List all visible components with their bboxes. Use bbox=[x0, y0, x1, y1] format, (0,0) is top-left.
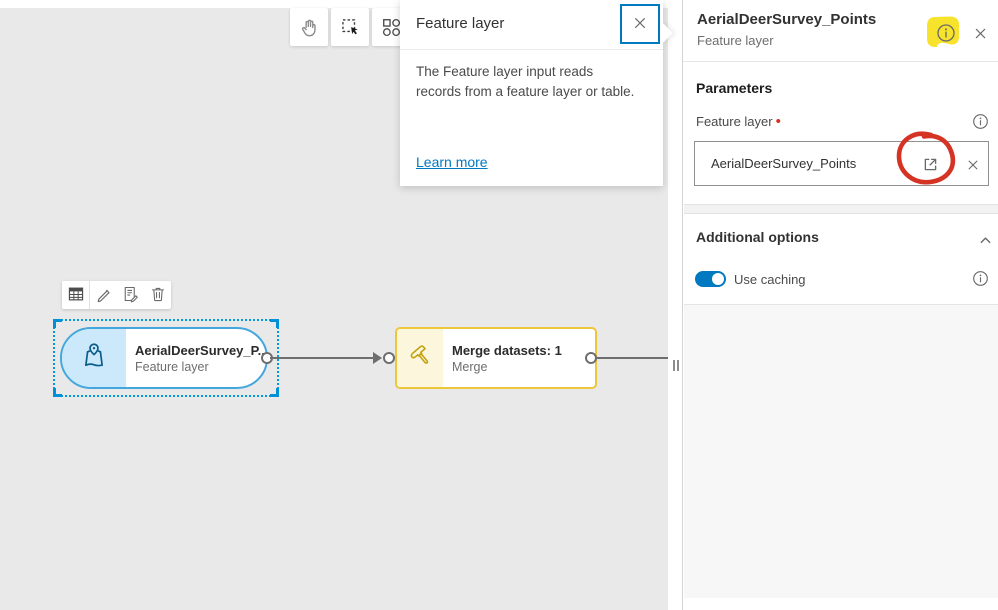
feature-layer-field bbox=[694, 141, 989, 186]
node-title: AerialDeerSurvey_P... bbox=[135, 342, 266, 358]
chevron-up-icon[interactable] bbox=[977, 232, 993, 248]
merge-output-port[interactable] bbox=[585, 352, 597, 364]
table-icon bbox=[67, 285, 85, 306]
tooltip-close-button[interactable] bbox=[620, 4, 660, 44]
pencil-icon bbox=[95, 285, 113, 306]
node-icon-cell bbox=[62, 329, 126, 387]
panel-subtitle: Feature layer bbox=[697, 33, 774, 48]
edit-node-button[interactable] bbox=[90, 281, 117, 309]
node-subtitle: Merge bbox=[452, 359, 488, 374]
trash-icon bbox=[149, 285, 167, 306]
toolbar-divider bbox=[89, 281, 90, 309]
open-item-icon-button[interactable] bbox=[921, 155, 940, 174]
delete-node-button[interactable] bbox=[144, 281, 171, 309]
node-title: Merge datasets: 1 bbox=[452, 342, 562, 358]
edge-arrowhead bbox=[373, 352, 382, 364]
field-label: Feature layer bbox=[696, 114, 773, 129]
edge-source-to-merge[interactable] bbox=[270, 357, 375, 359]
use-caching-label: Use caching bbox=[734, 272, 806, 287]
panel-close-button[interactable] bbox=[972, 25, 988, 41]
close-icon bbox=[632, 15, 648, 34]
field-label-row: Feature layer• bbox=[696, 113, 781, 130]
hammer-icon bbox=[405, 341, 435, 376]
edit-note-button[interactable] bbox=[117, 281, 144, 309]
node-text-cell: AerialDeerSurvey_P... Feature layer bbox=[126, 329, 266, 387]
panel-title: AerialDeerSurvey_Points bbox=[697, 11, 877, 28]
node-feature-layer[interactable]: AerialDeerSurvey_P... Feature layer bbox=[60, 327, 268, 389]
merge-input-port[interactable] bbox=[383, 352, 395, 364]
edit-note-icon bbox=[122, 285, 140, 306]
panel-resize-handle[interactable] bbox=[673, 360, 679, 371]
panel-empty-area bbox=[684, 304, 998, 598]
marquee-select-button[interactable] bbox=[331, 8, 369, 46]
caching-info-icon-button[interactable] bbox=[972, 270, 989, 287]
clear-field-icon-button[interactable] bbox=[965, 157, 980, 172]
learn-more-link[interactable]: Learn more bbox=[416, 154, 488, 170]
feature-layer-tooltip: Feature layer The Feature layer input re… bbox=[400, 0, 673, 186]
marquee-select-icon bbox=[340, 17, 361, 38]
auto-layout-icon bbox=[381, 17, 402, 38]
toggle-knob bbox=[712, 273, 724, 285]
info-icon-button[interactable] bbox=[936, 23, 956, 43]
parameters-heading: Parameters bbox=[696, 80, 773, 96]
preview-table-button[interactable] bbox=[62, 281, 89, 309]
selection-corner bbox=[270, 319, 279, 328]
use-caching-toggle[interactable] bbox=[695, 271, 726, 287]
node-text-cell: Merge datasets: 1 Merge bbox=[443, 329, 595, 387]
selection-corner bbox=[53, 388, 62, 397]
panel-header: AerialDeerSurvey_Points Feature layer bbox=[683, 0, 998, 62]
field-info-icon-button[interactable] bbox=[972, 113, 989, 130]
selection-corner bbox=[270, 388, 279, 397]
node-details-panel: AerialDeerSurvey_Points Feature layer bbox=[682, 0, 998, 610]
section-divider bbox=[684, 204, 998, 214]
map-pin-icon bbox=[79, 341, 109, 376]
feature-layer-input[interactable] bbox=[711, 156, 988, 171]
pan-hand-icon bbox=[299, 17, 320, 38]
node-merge-datasets[interactable]: Merge datasets: 1 Merge bbox=[395, 327, 597, 389]
node-icon-cell bbox=[397, 329, 443, 387]
tooltip-title: Feature layer bbox=[416, 15, 505, 32]
pan-tool-button[interactable] bbox=[290, 8, 328, 46]
required-marker: • bbox=[775, 113, 781, 130]
selection-corner bbox=[53, 319, 62, 328]
tooltip-header: Feature layer bbox=[400, 0, 663, 50]
tooltip-body-text: The Feature layer input reads records fr… bbox=[416, 64, 635, 99]
node-subtitle: Feature layer bbox=[135, 359, 209, 374]
node-context-toolbar bbox=[62, 281, 171, 309]
edge-merge-output[interactable] bbox=[597, 357, 668, 359]
additional-options-heading: Additional options bbox=[696, 229, 819, 245]
